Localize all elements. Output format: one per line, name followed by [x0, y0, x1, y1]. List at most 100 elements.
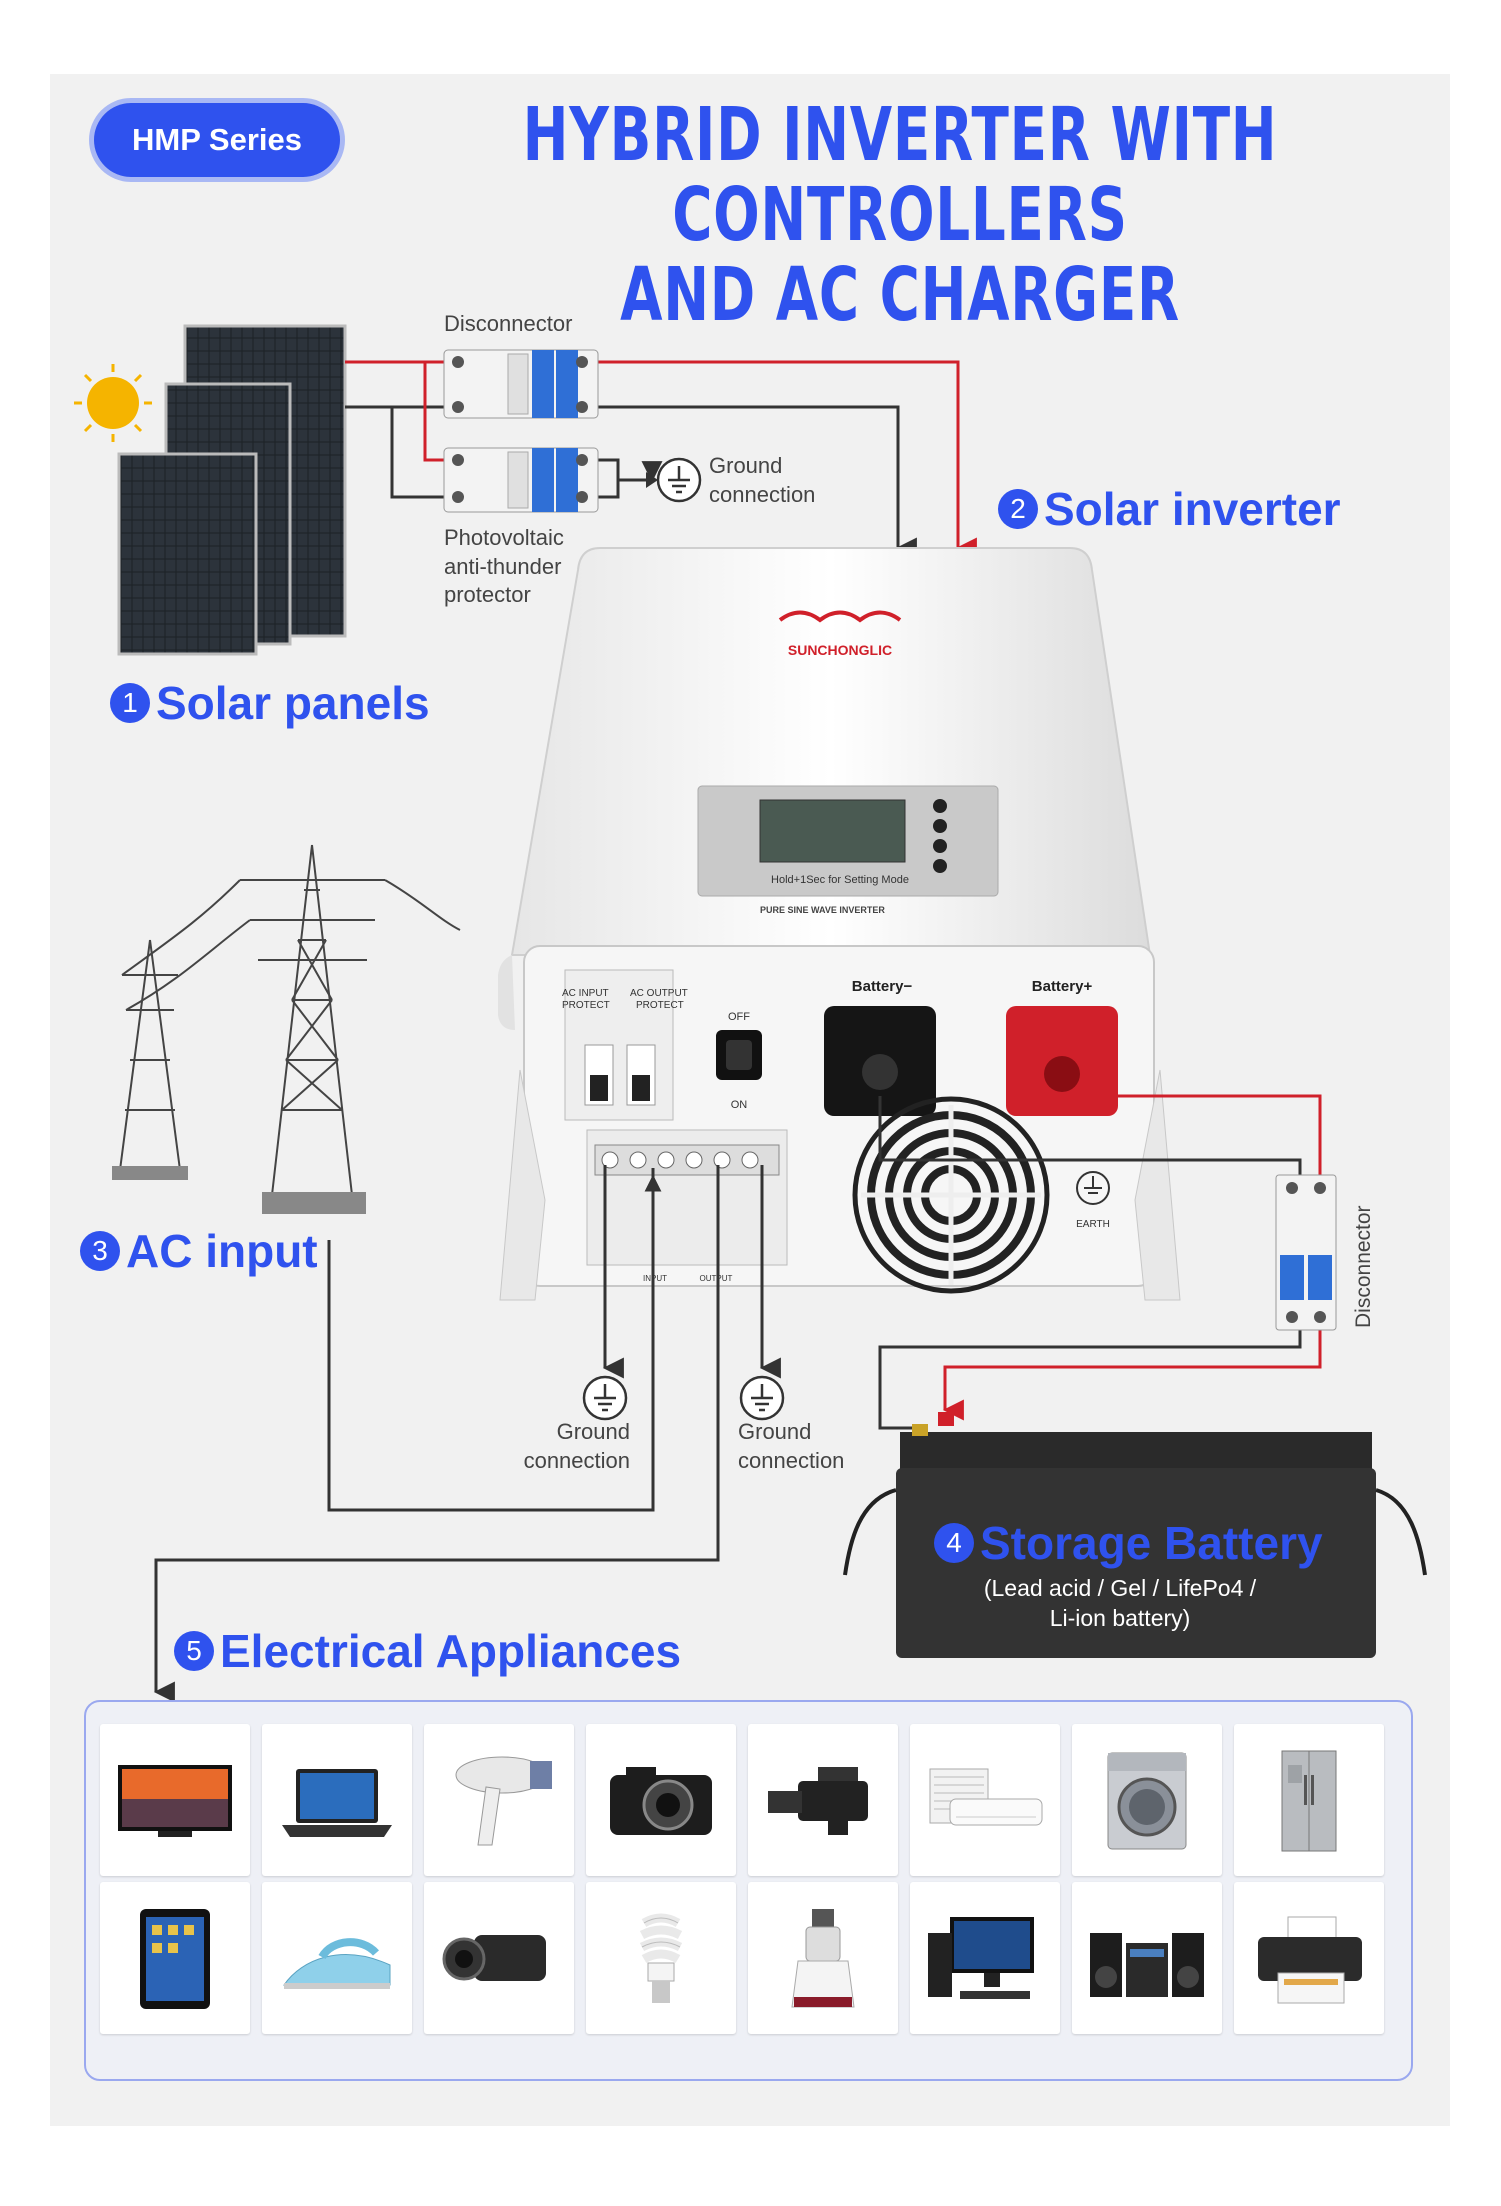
fan-icon	[852, 1096, 1050, 1294]
nameplate-title: PURE SINE WAVE INVERTER	[760, 905, 885, 915]
component-solar-inverter: 2 Solar inverter	[998, 482, 1341, 536]
appliance-tile	[910, 1724, 1060, 1876]
power-tower-icon	[119, 844, 461, 1196]
component-label: Solar panels	[156, 677, 430, 729]
cfl-bulb-icon	[639, 1913, 683, 2003]
switch-off-label: OFF	[728, 1011, 750, 1023]
appliance-tile	[586, 1724, 736, 1876]
ground-icon	[582, 1375, 628, 1421]
dc-disconnector-icon	[443, 349, 599, 419]
ground-icon	[656, 457, 702, 503]
component-label: AC input	[126, 1225, 318, 1277]
component-number: 3	[80, 1231, 120, 1271]
component-number: 2	[998, 489, 1038, 529]
terminal-output-label: OUTPUT	[700, 1274, 733, 1283]
component-number: 4	[934, 1523, 974, 1563]
appliances-grid	[100, 1724, 1384, 2034]
tower-base	[112, 1166, 188, 1180]
battery-disconnector-label: Disconnector	[1352, 1205, 1375, 1328]
air-conditioner-icon	[929, 1768, 1043, 1826]
tv-icon	[118, 1765, 232, 1837]
ground-icon	[739, 1375, 785, 1421]
component-storage-battery: 4 Storage Battery	[934, 1516, 1323, 1570]
ac-input-protect-2: PROTECT	[562, 1000, 610, 1011]
appliances-panel	[84, 1700, 1413, 2081]
page-title: HYBRID INVERTER WITH CONTROLLERS AND AC …	[515, 92, 1285, 338]
tablet-icon	[140, 1909, 210, 2009]
appliance-tile	[1234, 1882, 1384, 2034]
laptop-icon	[282, 1769, 392, 1837]
component-solar-panels: 1 Solar panels	[110, 676, 430, 730]
display-caption: Hold+1Sec for Setting Mode	[771, 874, 909, 886]
appliance-tile	[424, 1882, 574, 2034]
inverter-icon	[498, 547, 1181, 1301]
pv-protector-line-1: Photovoltaic	[444, 525, 564, 550]
appliance-tile	[910, 1882, 1060, 2034]
ground-connection-left: Ground connection	[500, 1418, 630, 1475]
pv-protector-line-3: protector	[444, 582, 531, 608]
camera-icon	[610, 1767, 712, 1835]
appliance-tile	[1072, 1724, 1222, 1876]
refrigerator-icon	[1281, 1750, 1337, 1852]
ground-top-line-2: connection	[709, 481, 816, 507]
appliance-tile	[586, 1882, 736, 2034]
battery-negative-label: Battery−	[852, 978, 913, 995]
earth-label: EARTH	[1076, 1219, 1110, 1230]
battery-disconnector-icon	[1275, 1174, 1337, 1331]
ac-input-protect-1: AC INPUT	[562, 988, 609, 999]
pv-protector-icon	[443, 447, 599, 513]
brand-text: SUNCHONGLIC	[788, 642, 892, 658]
component-number: 1	[110, 683, 150, 723]
pv-protector-label: Photovoltaic anti-thunder protector	[444, 524, 564, 610]
desktop-pc-icon	[928, 1917, 1034, 1999]
sun-icon	[74, 364, 152, 442]
switch-on-label: ON	[731, 1099, 748, 1111]
ground-connection-top: Ground connection	[709, 452, 815, 509]
component-label: Electrical Appliances	[220, 1625, 682, 1677]
title-line-2: AND AC CHARGER	[620, 251, 1180, 338]
ac-output-protect-1: AC OUTPUT	[630, 988, 688, 999]
appliance-tile	[748, 1724, 898, 1876]
battery-types-line-1: (Lead acid / Gel / LifePo4 /	[983, 1575, 1257, 1601]
washing-machine-icon	[1107, 1752, 1187, 1850]
printer-icon	[1258, 1916, 1362, 2004]
pv-protector-line-2: anti-thunder	[444, 553, 562, 579]
juicer-icon	[791, 1909, 855, 2008]
appliance-tile	[262, 1724, 412, 1876]
component-number: 5	[174, 1631, 214, 1671]
component-label: Storage Battery	[980, 1517, 1323, 1569]
solar-panels-icon	[117, 324, 347, 656]
ground-left-line-1: Ground	[556, 1419, 630, 1444]
appliance-tile	[1072, 1882, 1222, 2034]
disconnector-label: Disconnector	[444, 311, 573, 336]
series-badge: HMP Series	[94, 103, 340, 177]
terminal-input-label: INPUT	[643, 1274, 667, 1283]
storage-battery-icon	[843, 1412, 1427, 1658]
title-line-1: HYBRID INVERTER WITH CONTROLLERS	[522, 92, 1278, 258]
component-ac-input: 3 AC input	[80, 1224, 318, 1278]
appliance-tile	[748, 1882, 898, 2034]
battery-positive-label: Battery+	[1032, 978, 1093, 995]
ground-left-line-2: connection	[523, 1447, 630, 1473]
ground-top-line-1: Ground	[709, 453, 783, 478]
appliance-tile	[262, 1882, 412, 2034]
appliance-tile	[100, 1882, 250, 2034]
iron-icon	[283, 1938, 391, 1989]
appliance-tile	[100, 1724, 250, 1876]
ground-right-line-2: connection	[738, 1447, 845, 1473]
ground-connection-right: Ground connection	[738, 1418, 844, 1475]
video-camera-icon	[768, 1767, 868, 1835]
ac-output-protect-2: PROTECT	[636, 1000, 684, 1011]
appliance-tile	[424, 1724, 574, 1876]
hair-dryer-icon	[455, 1756, 552, 1846]
appliance-tile	[1234, 1724, 1384, 1876]
battery-types-line-2: Li-ion battery)	[1049, 1604, 1191, 1631]
tower-base	[262, 1192, 366, 1214]
camcorder-icon	[442, 1935, 546, 1981]
component-electrical-appliances: 5 Electrical Appliances	[174, 1624, 681, 1678]
stereo-icon	[1090, 1933, 1204, 1997]
battery-types: (Lead acid / Gel / LifePo4 / Li-ion batt…	[960, 1574, 1280, 1634]
component-label: Solar inverter	[1044, 483, 1341, 535]
ground-right-line-1: Ground	[738, 1419, 812, 1444]
